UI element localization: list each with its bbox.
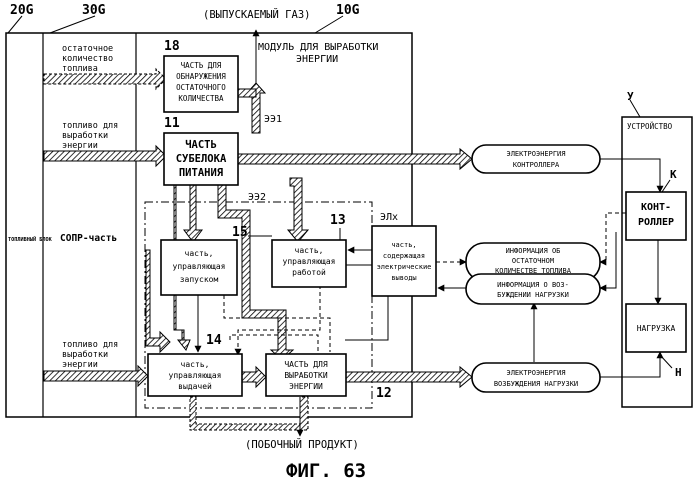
detect-text-3: ОСТАТОЧНОГО xyxy=(176,83,226,92)
fuel-a-label-1: топливо для xyxy=(62,121,118,131)
ref-14: 14 xyxy=(206,333,222,348)
detect-text-1: ЧАСТЬ ДЛЯ xyxy=(181,61,222,70)
controller-to-load-info xyxy=(600,232,616,288)
ref-ee2: ЭЭ2 xyxy=(248,192,266,203)
ref-h: Н xyxy=(675,366,682,379)
sopr-label: СОПР-часть xyxy=(60,233,117,244)
residual-info-text-1: ИНФОРМАЦИЯ ОБ xyxy=(506,247,561,255)
output-ctrl-text-2: управляющая xyxy=(169,371,222,380)
ref-30g: 30G xyxy=(82,3,106,18)
controller-power-pipe xyxy=(238,149,472,169)
electrical-block xyxy=(372,226,436,296)
device-frame xyxy=(622,117,692,407)
electrical-text-2: содержащая xyxy=(383,252,425,260)
fuel-a-label-2: выработки xyxy=(62,130,108,141)
exhaust-label: (ВЫПУСКАЕМЫЙ ГАЗ) xyxy=(203,8,310,21)
module-title-line2: ЭНЕРГИИ xyxy=(296,54,338,65)
start-ctrl-text-2: управляющая xyxy=(173,262,226,271)
fuel-transfer-pipe xyxy=(242,367,266,387)
ref-k-leader xyxy=(662,180,670,192)
detect-text-2: ОБНАРУЖЕНИЯ xyxy=(176,72,226,81)
residual-label-3: топлива xyxy=(62,64,98,74)
controller-text-2: РОЛЛЕР xyxy=(638,217,674,228)
ref-u: У xyxy=(627,90,634,103)
ref-18: 18 xyxy=(164,39,180,54)
ee2-feed-op xyxy=(288,178,308,242)
ref-k: К xyxy=(670,168,677,181)
generation-text-3: ЭНЕРГИИ xyxy=(289,382,323,391)
residual-info-text-3: КОЛИЧЕСТВЕ ТОПЛИВА xyxy=(495,267,572,275)
generation-text-2: ВЫРАБОТКИ xyxy=(284,371,328,380)
residual-label-1: остаточное xyxy=(62,44,113,54)
fuel-block-label: ТОПЛИВНЫЙ БЛОК xyxy=(8,235,53,243)
figure-caption: ФИГ. 63 xyxy=(286,460,366,482)
ref-10g-leader xyxy=(315,16,343,33)
start-to-gen-dashed xyxy=(224,295,330,352)
load-power-text-1: ЭЛЕКТРОЭНЕРГИЯ xyxy=(506,369,565,377)
ref-10g: 10G xyxy=(336,3,360,18)
sub-power-text-2: СУБЕЛОКА xyxy=(176,153,227,165)
ee2-feed-start xyxy=(184,185,202,242)
byproduct-label: (ПОБОЧНЫЙ ПРОДУКТ) xyxy=(245,438,359,451)
op-ctrl-text-2: управляющая xyxy=(283,257,336,266)
fuel-b-label-3: энергии xyxy=(62,360,98,370)
ref-13: 13 xyxy=(330,213,346,228)
start-ctrl-text-1: часть, xyxy=(185,249,214,258)
residual-label-2: количество xyxy=(62,54,113,64)
detect-text-4: КОЛИЧЕСТВА xyxy=(178,94,224,103)
sub-power-text-3: ПИТАНИЯ xyxy=(179,167,223,179)
load-text: НАГРУЗКА xyxy=(637,324,676,333)
load-power-to-load xyxy=(600,352,660,377)
ref-h-leader xyxy=(660,355,672,368)
electrical-text-3: электрические xyxy=(377,263,432,271)
load-power-pipe xyxy=(345,367,472,387)
output-ctrl-text-1: часть, xyxy=(181,360,210,369)
fuel-b-label-1: топливо для xyxy=(62,340,118,350)
ref-ee1: ЭЭ1 xyxy=(264,114,282,125)
fuel-b-label-2: выработки xyxy=(62,349,108,360)
module-title-line1: МОДУЛЬ ДЛЯ ВЫРАБОТКИ xyxy=(258,42,378,53)
elx-to-generation-line xyxy=(345,296,388,340)
op-ctrl-text-1: часть, xyxy=(295,246,324,255)
ref-20g-leader xyxy=(8,16,22,33)
start-ctrl-text-3: запуском xyxy=(180,275,219,284)
return-loop-pipe xyxy=(190,397,308,430)
ctrl-power-text-1: ЭЛЕКТРОЭНЕРГИЯ xyxy=(506,150,565,158)
load-info-pill xyxy=(466,274,600,304)
ref-15: 15 xyxy=(232,225,248,240)
ref-12: 12 xyxy=(376,386,392,401)
ctrl-power-to-controller xyxy=(600,159,660,192)
ctrl-power-text-2: КОНТРОЛЛЕРА xyxy=(513,161,560,169)
electrical-text-4: выводы xyxy=(391,274,416,282)
output-ctrl-text-3: выдачей xyxy=(178,382,212,391)
load-info-text-1: ИНФОРМАЦИЯ О ВОЗ- xyxy=(497,281,569,289)
sub-power-text-1: ЧАСТЬ xyxy=(185,139,217,151)
residual-info-text-2: ОСТАТОЧНОМ xyxy=(512,257,554,265)
generation-text-1: ЧАСТЬ ДЛЯ xyxy=(284,360,328,369)
ee1-feed-right xyxy=(238,89,256,97)
electrical-text-1: часть, xyxy=(391,241,416,249)
ref-30g-leader xyxy=(50,16,95,33)
ref-elx: ЭЛх xyxy=(380,212,398,223)
controller-block xyxy=(626,192,686,240)
controller-text-1: КОНТ- xyxy=(641,202,671,213)
op-ctrl-text-3: работой xyxy=(292,267,326,277)
device-label: УСТРОЙСТВО xyxy=(627,122,673,131)
load-info-text-2: БУЖДЕНИИ НАГРУЗКИ xyxy=(497,291,569,299)
ref-20g: 20G xyxy=(10,3,34,18)
load-power-text-2: ВОЗБУЖДЕНИЯ НАГРУЗКИ xyxy=(494,380,578,388)
fuel-a-label-3: энергии xyxy=(62,141,98,151)
ref-11: 11 xyxy=(164,116,180,131)
